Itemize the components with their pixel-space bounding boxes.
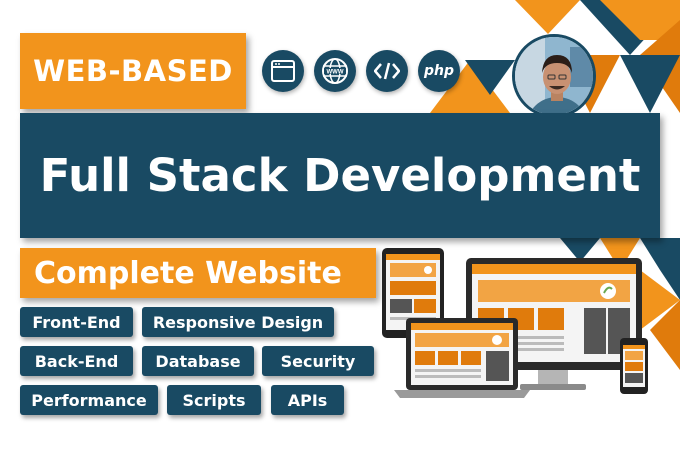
chip-apis: APIs [271, 385, 344, 415]
phone-device [620, 338, 648, 394]
browser-window-icon [262, 50, 304, 92]
laptop-device [394, 318, 530, 398]
chip-back-end: Back-End [20, 346, 133, 376]
chip-database: Database [142, 346, 254, 376]
page-title: Full Stack Development [20, 113, 660, 238]
subtitle-tag: Complete Website [20, 248, 376, 298]
web-based-tag: WEB-BASED [20, 33, 246, 109]
php-label: php [423, 63, 454, 79]
avatar [512, 34, 596, 118]
php-icon: php [418, 50, 460, 92]
www-globe-icon: WWW [314, 50, 356, 92]
chip-security: Security [262, 346, 374, 376]
svg-text:WWW: WWW [327, 70, 344, 76]
chip-performance: Performance [20, 385, 158, 415]
code-tags-icon [366, 50, 408, 92]
chip-front-end: Front-End [20, 307, 133, 337]
chip-responsive-design: Responsive Design [142, 307, 334, 337]
chip-scripts: Scripts [167, 385, 261, 415]
responsive-devices-illustration [382, 248, 648, 398]
tablet-device [382, 248, 444, 338]
